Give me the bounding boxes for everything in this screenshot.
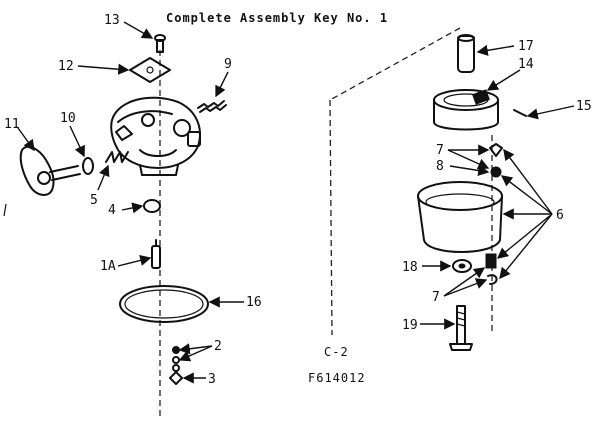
part-7-clip-lower [487,274,498,285]
figure-code: C-2 [324,345,349,359]
part-12-plate [129,57,171,83]
callout-17: 17 [518,39,534,54]
callout-7-upper: 7 [436,143,444,158]
part-8-ball [490,166,502,178]
callout-15: 15 [576,99,592,114]
part-11-throttle-shaft [3,145,81,217]
part-13-screw [154,34,166,53]
part-10-washer [82,157,94,175]
callout-8: 8 [436,159,444,174]
part-6-bowl [417,181,503,253]
connecting-axis-vertical [329,99,333,336]
callout-12: 12 [58,59,74,74]
callout-5: 5 [90,193,98,208]
part-14-hinge [472,89,490,105]
part-7-needle-upper [489,143,503,157]
leader-lines [17,21,575,384]
part-1a-pipe [151,239,161,269]
part-16-gasket [119,285,209,323]
assembly-title: Complete Assembly Key No. 1 [166,11,388,25]
callout-4: 4 [108,203,116,218]
callout-3: 3 [208,372,216,387]
part-19-bolt [449,305,473,351]
callout-11: 11 [4,117,20,132]
callout-10: 10 [60,111,76,126]
part-18-washer [452,259,472,273]
callout-7-lower: 7 [432,290,440,305]
callout-13: 13 [104,13,120,28]
part-15-pin [513,109,527,117]
part-3-pin [169,371,183,385]
drawing-number: F614012 [308,371,366,385]
callout-2: 2 [214,339,222,354]
callout-1a: 1A [100,259,116,274]
callout-19: 19 [402,318,418,333]
callout-14: 14 [518,57,534,72]
part-17-plunger [457,34,475,73]
part-6-spring-lower [485,253,497,269]
connecting-axis-top [329,27,461,101]
carburetor-body [110,96,201,176]
callout-16: 16 [246,295,262,310]
part-9-spring [197,100,227,113]
part-4-oring [143,199,161,213]
part-2-check-balls [172,346,180,372]
callout-18: 18 [402,260,418,275]
callout-9: 9 [224,57,232,72]
part-5-spring [105,151,129,163]
callout-6: 6 [556,208,564,223]
